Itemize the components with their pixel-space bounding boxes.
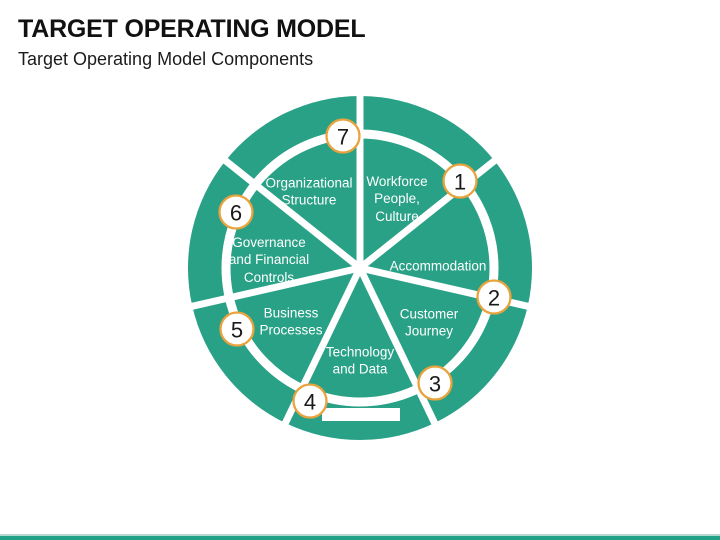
number-badge-text-6: 6 [230,201,242,226]
number-badge-circle-3 [417,365,453,401]
number-badge-text-3: 3 [429,372,441,397]
number-badge-text-4: 4 [304,390,316,415]
footer-accent-bar [0,534,720,540]
number-badge-circle-1 [442,163,478,199]
sector-divider-6 [189,264,361,311]
number-badge-circle-6 [218,194,254,230]
number-badge-text-7: 7 [337,125,349,150]
sector-divider-4 [356,266,439,427]
number-badge-circle-5 [219,311,255,347]
number-badge-text-2: 2 [488,286,500,311]
ring-bottom-notch [322,408,400,421]
number-badge-circle-4 [292,383,328,419]
number-badge-text-5: 5 [231,318,243,343]
number-badge-circle-7 [325,118,361,154]
sector-wedge-2 [360,160,533,307]
number-badge-text-1: 1 [454,170,466,195]
sector-divider-7 [221,156,363,271]
page-subtitle: Target Operating Model Components [18,49,314,69]
number-badge-circle-2 [476,279,512,315]
page-title: TARGET OPERATING MODEL [18,15,366,43]
